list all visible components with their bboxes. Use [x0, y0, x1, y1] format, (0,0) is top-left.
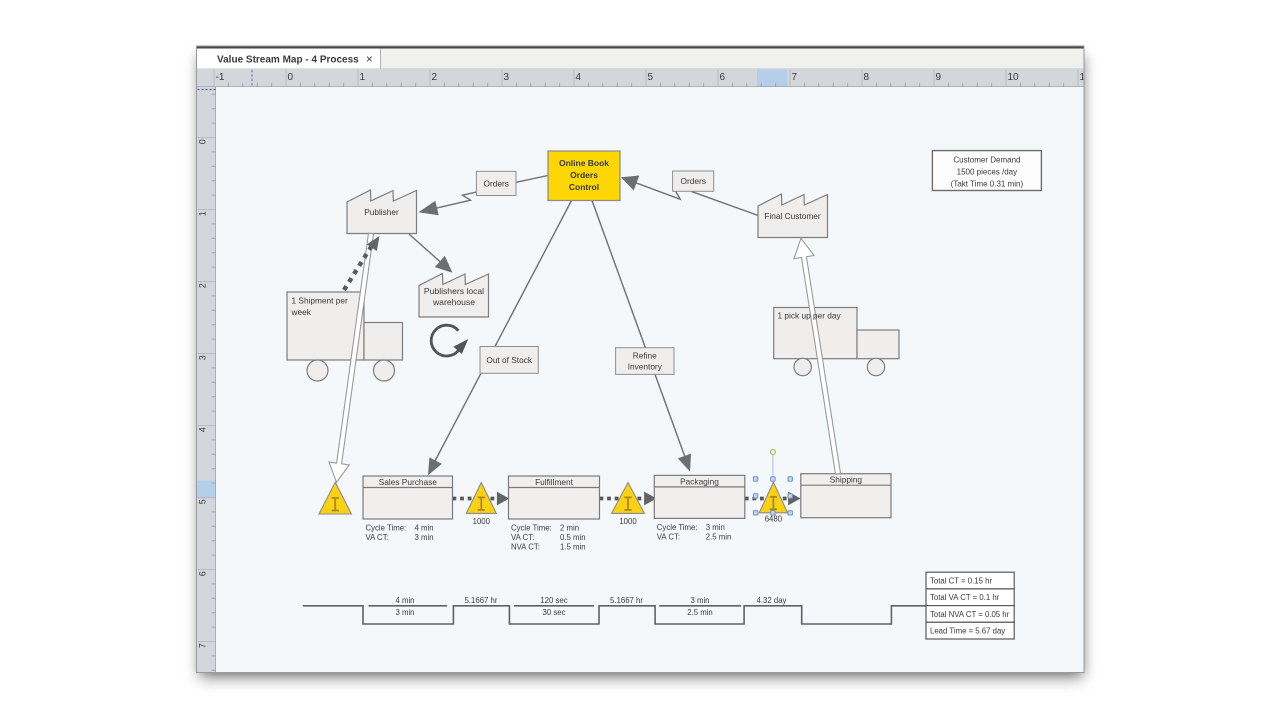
svg-text:VA CT:: VA CT: — [511, 533, 534, 542]
svg-text:warehouse: warehouse — [432, 297, 475, 307]
svg-text:Refine: Refine — [633, 351, 657, 361]
svg-text:2: 2 — [198, 283, 208, 288]
svg-text:Inventory: Inventory — [628, 362, 663, 372]
svg-text:1 pick up per day: 1 pick up per day — [778, 311, 842, 321]
svg-text:VA CT:: VA CT: — [657, 532, 680, 541]
svg-text:Lead Time = 5.67 day: Lead Time = 5.67 day — [930, 627, 1005, 636]
svg-text:7: 7 — [198, 643, 208, 648]
svg-text:2 min: 2 min — [560, 524, 579, 533]
svg-text:Orders: Orders — [570, 170, 598, 180]
svg-text:4 min: 4 min — [395, 596, 414, 605]
svg-text:4: 4 — [198, 427, 208, 432]
svg-text:2.5 min: 2.5 min — [687, 608, 713, 617]
svg-text:Shipping: Shipping — [830, 475, 863, 485]
svg-text:Total CT = 0.15 hr: Total CT = 0.15 hr — [930, 577, 992, 586]
svg-text:Publisher: Publisher — [364, 207, 399, 217]
svg-text:Total NVA CT = 0.05 hr: Total NVA CT = 0.05 hr — [930, 610, 1010, 619]
svg-text:3 min: 3 min — [690, 596, 709, 605]
svg-text:Control: Control — [569, 182, 599, 192]
svg-text:Customer Demand: Customer Demand — [953, 156, 1020, 165]
svg-text:3: 3 — [198, 355, 208, 360]
svg-text:10: 10 — [1008, 72, 1020, 83]
svg-text:Total VA CT = 0.1 hr: Total VA CT = 0.1 hr — [930, 593, 1000, 602]
svg-text:NVA CT:: NVA CT: — [511, 543, 540, 552]
svg-text:2.5 min: 2.5 min — [706, 532, 732, 541]
svg-text:4 min: 4 min — [415, 524, 434, 533]
svg-text:120 sec: 120 sec — [540, 596, 567, 605]
svg-text:1: 1 — [198, 211, 208, 216]
svg-text:3 min: 3 min — [706, 523, 725, 532]
svg-text:Out of Stock: Out of Stock — [486, 355, 533, 365]
svg-text:3 min: 3 min — [415, 533, 434, 542]
svg-text:Publishers local: Publishers local — [424, 286, 484, 296]
svg-text:Cycle Time:: Cycle Time: — [511, 524, 552, 533]
svg-text:1000: 1000 — [473, 517, 491, 526]
svg-text:8: 8 — [864, 72, 870, 83]
svg-text:11: 11 — [1080, 72, 1091, 83]
svg-text:1000: 1000 — [619, 517, 637, 526]
svg-text:5: 5 — [648, 72, 654, 83]
svg-text:0: 0 — [288, 72, 294, 83]
svg-text:Cycle Time:: Cycle Time: — [657, 523, 698, 532]
svg-text:5.1667 hr: 5.1667 hr — [465, 596, 498, 605]
svg-text:3 min: 3 min — [395, 608, 414, 617]
svg-text:6480: 6480 — [765, 515, 783, 524]
svg-text:9: 9 — [936, 72, 942, 83]
svg-text:6: 6 — [720, 72, 726, 83]
svg-text:1: 1 — [360, 72, 366, 83]
svg-text:0.5 min: 0.5 min — [560, 533, 586, 542]
svg-text:30 sec: 30 sec — [543, 608, 566, 617]
svg-text:Cycle Time:: Cycle Time: — [366, 524, 407, 533]
svg-text:2: 2 — [432, 72, 438, 83]
svg-text:Orders: Orders — [484, 179, 509, 189]
svg-text:Value Stream Map - 4 Process: Value Stream Map - 4 Process — [217, 55, 359, 66]
svg-text:Fulfillment: Fulfillment — [535, 477, 574, 487]
svg-text:Packaging: Packaging — [680, 476, 719, 486]
svg-text:7: 7 — [792, 72, 798, 83]
svg-text:0: 0 — [198, 139, 208, 144]
svg-text:week: week — [291, 307, 312, 317]
svg-text:Final Customer: Final Customer — [764, 211, 820, 221]
svg-text:(Takt Time 0.31 min): (Takt Time 0.31 min) — [951, 180, 1024, 189]
svg-text:Online Book: Online Book — [559, 158, 609, 168]
svg-text:Orders: Orders — [681, 176, 706, 186]
svg-text:1.5 min: 1.5 min — [560, 543, 586, 552]
svg-text:5: 5 — [198, 499, 208, 504]
svg-text:Sales Purchase: Sales Purchase — [379, 477, 437, 487]
svg-text:×: × — [366, 54, 373, 66]
svg-text:4.32 day: 4.32 day — [757, 596, 787, 605]
svg-text:1 Shipment per: 1 Shipment per — [292, 296, 349, 306]
svg-text:4: 4 — [576, 72, 582, 83]
svg-text:3: 3 — [504, 72, 510, 83]
svg-text:1500 pieces /day: 1500 pieces /day — [957, 168, 1018, 177]
svg-text:VA CT:: VA CT: — [366, 533, 389, 542]
svg-text:-1: -1 — [216, 72, 225, 83]
svg-text:5.1667 hr: 5.1667 hr — [610, 596, 643, 605]
svg-text:6: 6 — [198, 571, 208, 576]
